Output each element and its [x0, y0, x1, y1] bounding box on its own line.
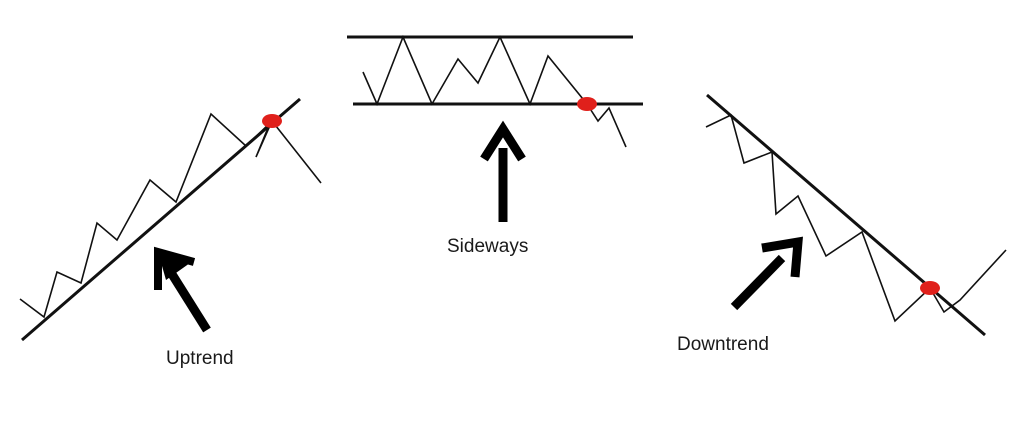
uptrend-arrow: [154, 246, 211, 333]
uptrend-price-path: [19, 112, 322, 319]
sideways-price-path: [362, 34, 627, 148]
sideways-label: Sideways: [447, 236, 529, 257]
sideways-breakout-marker: [577, 97, 597, 111]
downtrend-price-path: [705, 113, 1007, 323]
sideways-arrow: [480, 120, 526, 222]
sideways-pattern: [347, 34, 643, 222]
uptrend-breakout-marker: [262, 114, 282, 128]
uptrend-pattern: [19, 97, 322, 342]
downtrend-pattern: [705, 93, 1007, 337]
downtrend-resistance-line: [706, 93, 986, 337]
downtrend-label: Downtrend: [677, 334, 769, 355]
uptrend-label: Uptrend: [166, 348, 234, 369]
downtrend-breakout-marker: [920, 281, 940, 295]
downtrend-arrow: [730, 236, 803, 311]
